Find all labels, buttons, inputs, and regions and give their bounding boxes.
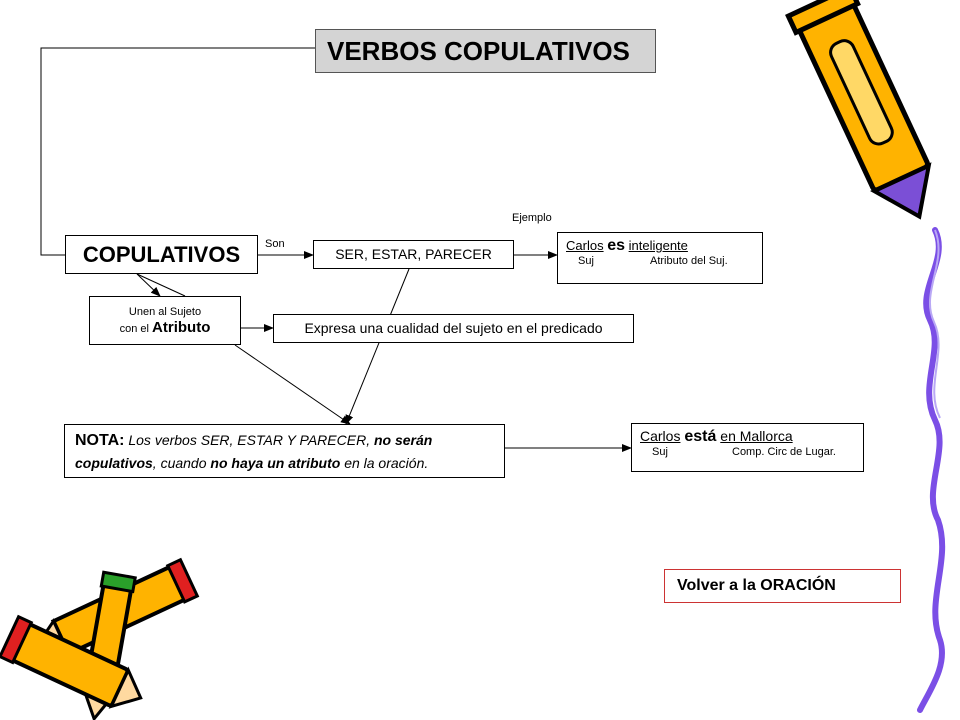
pencil-icon-top-right — [785, 0, 932, 220]
page-title: VERBOS COPULATIVOS — [315, 29, 656, 73]
nota-part5: no haya un atributo — [210, 455, 341, 471]
ser-nota-arrow — [345, 268, 410, 425]
nota-part1: Los verbos SER, ESTAR Y PARECER, — [128, 432, 371, 448]
unen-line2-big: Atributo — [152, 319, 211, 336]
example2-complement: en Mallorca — [720, 428, 793, 444]
unen-line-2 — [136, 273, 186, 297]
nota-label: NOTA: — [75, 432, 125, 449]
example2-comp-label: Comp. Circ de Lugar. — [732, 446, 836, 458]
son-label: Son — [265, 238, 285, 250]
example1-attr-label: Atributo del Suj. — [650, 255, 728, 267]
example1-suj-label: Suj — [578, 255, 594, 267]
volver-oracion-link[interactable]: Volver a la ORACIÓN — [664, 569, 901, 603]
example2-subject: Carlos — [640, 428, 681, 444]
copulativos-node: COPULATIVOS — [65, 235, 258, 274]
example1-attribute: inteligente — [628, 238, 688, 253]
expresa-node: Expresa una cualidad del sujeto en el pr… — [273, 314, 634, 343]
example2-node: Carlos está en Mallorca Suj Comp. Circ d… — [631, 423, 864, 472]
example1-node: Carlos es inteligente Suj Atributo del S… — [557, 232, 763, 284]
unen-arrow — [136, 273, 161, 297]
unen-nota-arrow — [234, 344, 351, 425]
title-link-line — [40, 47, 315, 256]
example2-verb: está — [684, 428, 717, 445]
nota-node: NOTA: Los verbos SER, ESTAR Y PARECER, n… — [64, 424, 505, 478]
ejemplo-label: Ejemplo — [512, 212, 552, 224]
nota-part4: , cuando — [152, 455, 207, 471]
example1-verb: es — [607, 237, 625, 254]
squiggle-decoration — [917, 227, 946, 713]
nota-part3: copulativos — [75, 455, 153, 471]
pencils-icon-bottom-left — [0, 557, 200, 720]
example2-suj-label: Suj — [652, 446, 668, 458]
example1-subject: Carlos — [566, 238, 604, 253]
nota-part2: no serán — [373, 432, 433, 448]
nota-part6: en la oración. — [344, 455, 429, 471]
ser-estar-parecer-node: SER, ESTAR, PARECER — [313, 240, 514, 269]
unen-node: Unen al Sujeto con el Atributo — [89, 296, 241, 345]
unen-line2-prefix: con el — [119, 323, 149, 335]
unen-line1: Unen al Sujeto — [128, 306, 202, 318]
